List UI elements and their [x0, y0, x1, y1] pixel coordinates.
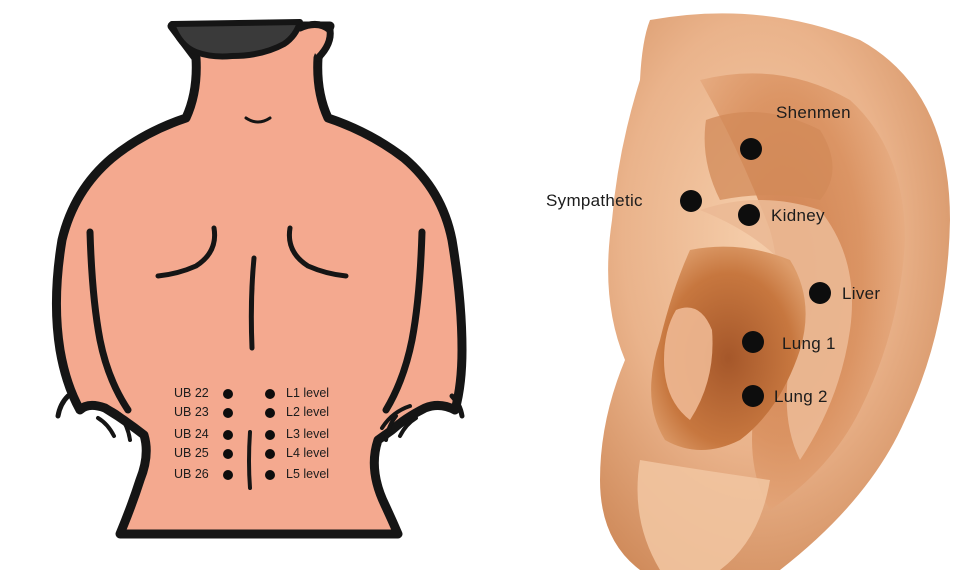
- ear-point-kidney: [738, 204, 760, 226]
- back-point-l4: [265, 449, 275, 459]
- back-point-ub26: [223, 470, 233, 480]
- ear-point-lung2: [742, 385, 764, 407]
- back-label-l3: L3 level: [286, 428, 329, 441]
- back-label-l4: L4 level: [286, 447, 329, 460]
- back-point-ub22: [223, 389, 233, 399]
- ear-label-lung1: Lung 1: [782, 335, 836, 352]
- ear-point-sympathetic: [680, 190, 702, 212]
- ear-label-shenmen: Shenmen: [776, 104, 851, 121]
- back-label-ub25: UB 25: [174, 447, 209, 460]
- back-point-l5: [265, 470, 275, 480]
- back-point-l2: [265, 408, 275, 418]
- ear-label-kidney: Kidney: [771, 207, 825, 224]
- back-point-ub25: [223, 449, 233, 459]
- back-label-ub23: UB 23: [174, 406, 209, 419]
- back-label-ub24: UB 24: [174, 428, 209, 441]
- back-point-ub24: [223, 430, 233, 440]
- ear-point-lung1: [742, 331, 764, 353]
- back-label-ub26: UB 26: [174, 468, 209, 481]
- ear-label-sympathetic: Sympathetic: [546, 192, 643, 209]
- back-point-l3: [265, 430, 275, 440]
- back-point-ub23: [223, 408, 233, 418]
- back-point-l1: [265, 389, 275, 399]
- ear-point-shenmen: [740, 138, 762, 160]
- back-label-l5: L5 level: [286, 468, 329, 481]
- back-label-ub22: UB 22: [174, 387, 209, 400]
- ear-label-lung2: Lung 2: [774, 388, 828, 405]
- back-label-l1: L1 level: [286, 387, 329, 400]
- back-label-l2: L2 level: [286, 406, 329, 419]
- ear-label-liver: Liver: [842, 285, 880, 302]
- ear-point-liver: [809, 282, 831, 304]
